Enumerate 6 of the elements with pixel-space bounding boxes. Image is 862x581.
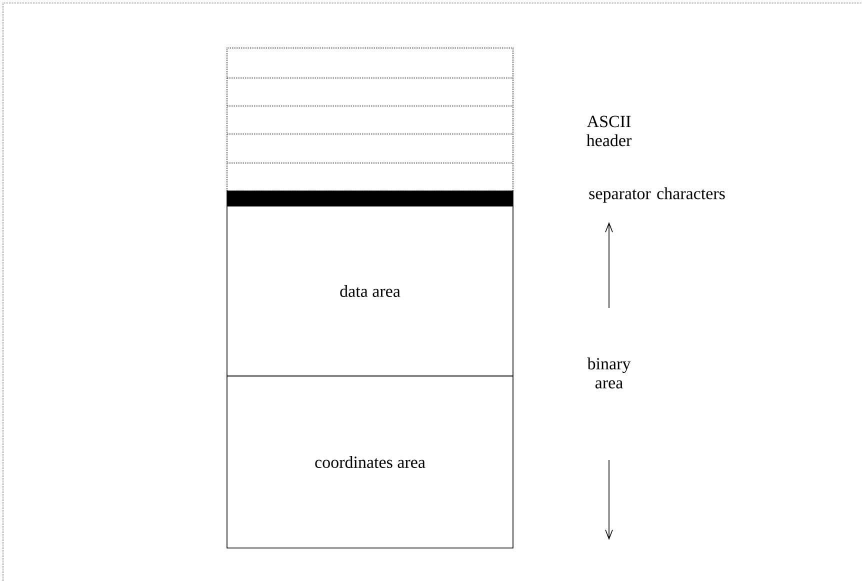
side-label: separator characters [589, 187, 725, 203]
side-label: binary area [587, 358, 631, 388]
side-label: ASCII header [586, 116, 632, 146]
area-box: coordinates area [226, 376, 514, 548]
separator-bar [226, 190, 514, 206]
area-box: data area [226, 206, 514, 376]
